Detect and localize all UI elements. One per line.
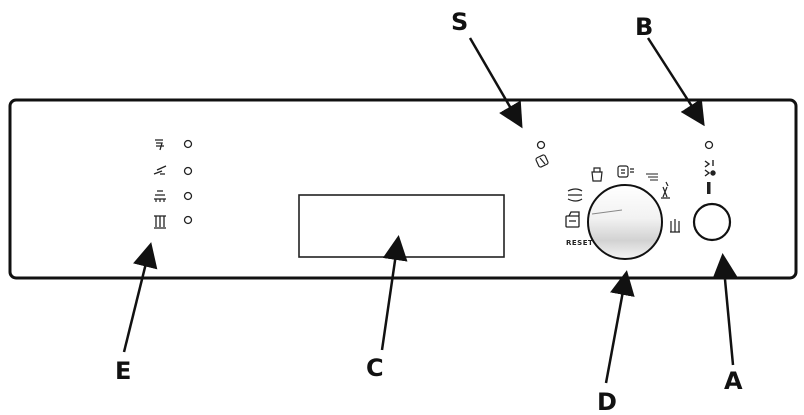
soak-icon — [567, 188, 583, 202]
pre-wash-icon — [565, 211, 580, 228]
program-dial-group: RESET — [565, 165, 680, 260]
callout-a: A — [724, 367, 743, 395]
rinse-aid-icon — [155, 139, 164, 151]
salt-refill-icon — [535, 154, 549, 168]
reset-label: RESET — [566, 239, 593, 247]
power-button[interactable] — [692, 202, 732, 242]
salt-icon — [153, 165, 167, 175]
arrow-d — [604, 270, 635, 384]
indicator-group-left — [153, 139, 193, 229]
callout-d: D — [597, 388, 617, 415]
glass-icon — [661, 181, 670, 199]
indicator-light-wash — [183, 191, 193, 201]
arrow-c — [380, 235, 408, 351]
arrow-s — [468, 37, 523, 129]
quick-icon — [646, 173, 658, 181]
arrow-b — [646, 37, 705, 127]
indicator-light-status — [536, 140, 546, 150]
callout-c: C — [366, 354, 384, 382]
callout-b: B — [635, 13, 653, 41]
arrow-e — [122, 242, 158, 353]
wash-icon — [154, 190, 166, 202]
eco-icon — [617, 165, 634, 178]
indicator-light-salt — [183, 166, 193, 176]
display-window — [298, 194, 505, 258]
indicator-light-power — [704, 140, 714, 150]
intensive-icon — [591, 167, 603, 182]
callout-s: S — [451, 8, 468, 36]
callout-e: E — [115, 357, 131, 385]
dry-icon — [154, 215, 166, 229]
delicate-icon — [670, 219, 680, 233]
indicator-light-dry — [183, 215, 193, 225]
program-dial[interactable] — [587, 184, 663, 260]
arrow-a — [712, 253, 738, 366]
power-icon — [704, 160, 716, 194]
indicator-light-rinse-aid — [183, 139, 193, 149]
